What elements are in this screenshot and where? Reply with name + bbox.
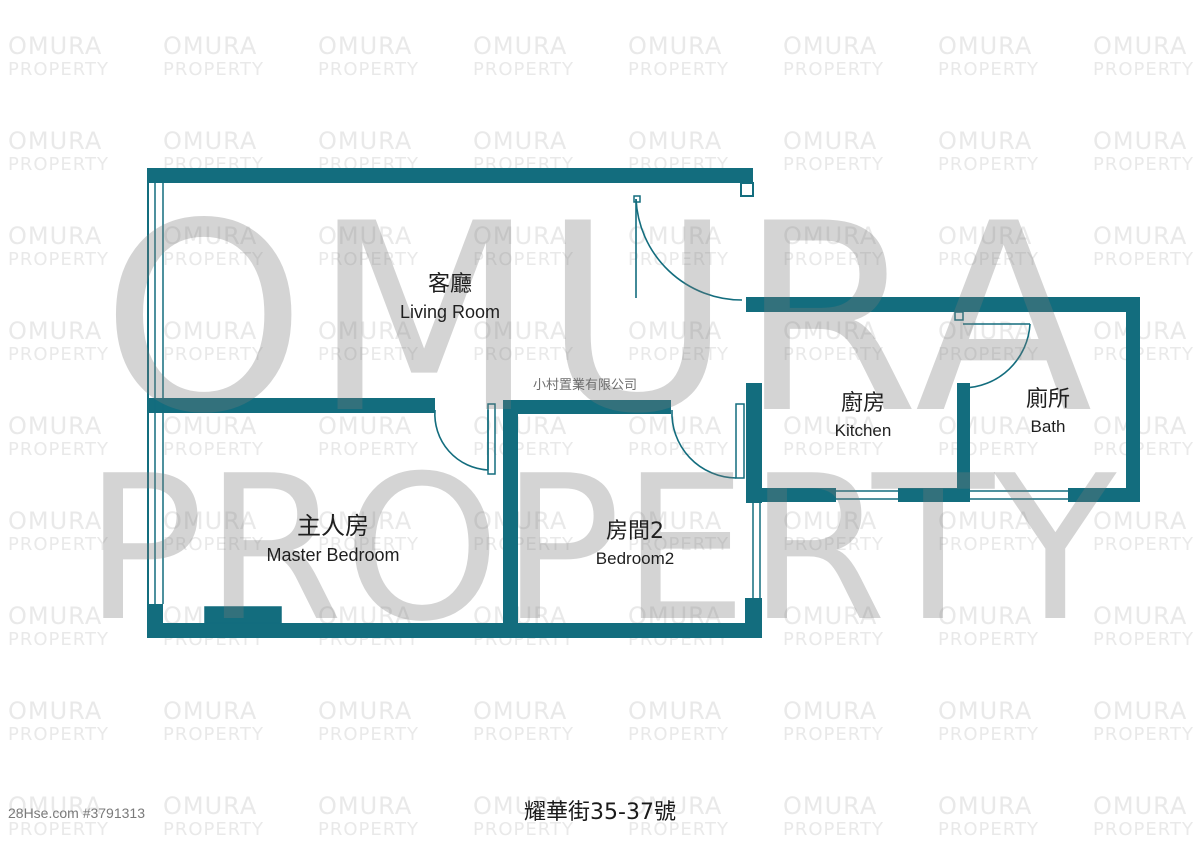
bed2-door-jamb [735,403,745,479]
master-bedroom-cn: 主人房 [297,512,369,540]
bath-door-swing [962,323,1031,389]
room-label-bath: 廁所 Bath [1008,381,1088,437]
bath-cn: 廁所 [1025,387,1070,412]
wall-bottom-left-post [147,604,163,638]
wall-kitchen-bottom-b [898,488,970,502]
bath-en: Bath [1030,417,1066,436]
room-label-master: 主人房 Master Bedroom [243,506,423,566]
entry-door-jamb [633,195,641,203]
property-address: 耀華街35-37號 [524,800,676,825]
wall-bottom [147,623,762,638]
master-bedroom-en: Master Bedroom [266,545,400,565]
entry-door-swing [635,198,743,301]
wall-bottom-right-post [745,598,762,638]
kitchen-en: Kitchen [834,421,892,440]
wall-master-top [147,398,435,413]
kitchen-cn: 廚房 [840,391,885,416]
wall-kitchen-top [746,297,1140,312]
wall-kitchen-bottom-a [746,488,836,502]
wall-bed2-top [503,400,671,414]
wall-top [147,168,753,183]
listing-reference: 28Hse.com #3791313 [8,805,145,821]
master-door-swing [434,409,489,471]
master-door-jamb [487,403,496,475]
walls [147,168,1140,638]
master-built-in [205,607,281,623]
bed2-door-swing [671,409,737,479]
door-arcs [434,198,1031,479]
wall-kitchen-bath [957,383,970,502]
window-lines [154,183,1068,624]
room-label-kitchen: 廚房 Kitchen [818,385,908,441]
company-name: 小村置業有限公司 [533,378,638,393]
wall-kitchen-bottom-c [1068,488,1140,502]
bedroom2-cn: 房間2 [606,519,664,544]
wall-master-bed2 [503,400,518,638]
living-room-en: Living Room [399,302,501,322]
built-in-outline [204,606,282,624]
bath-door-jamb [954,311,964,321]
wall-bed2-right-upper [746,383,762,503]
bedroom2-en: Bedroom2 [595,549,675,568]
living-room-cn: 客廳 [427,272,472,297]
wall-top-end [740,182,754,197]
room-label-bedroom2: 房間2 Bedroom2 [575,513,695,569]
wall-bath-right [1126,297,1140,502]
room-label-living: 客廳 Living Room [380,266,520,323]
